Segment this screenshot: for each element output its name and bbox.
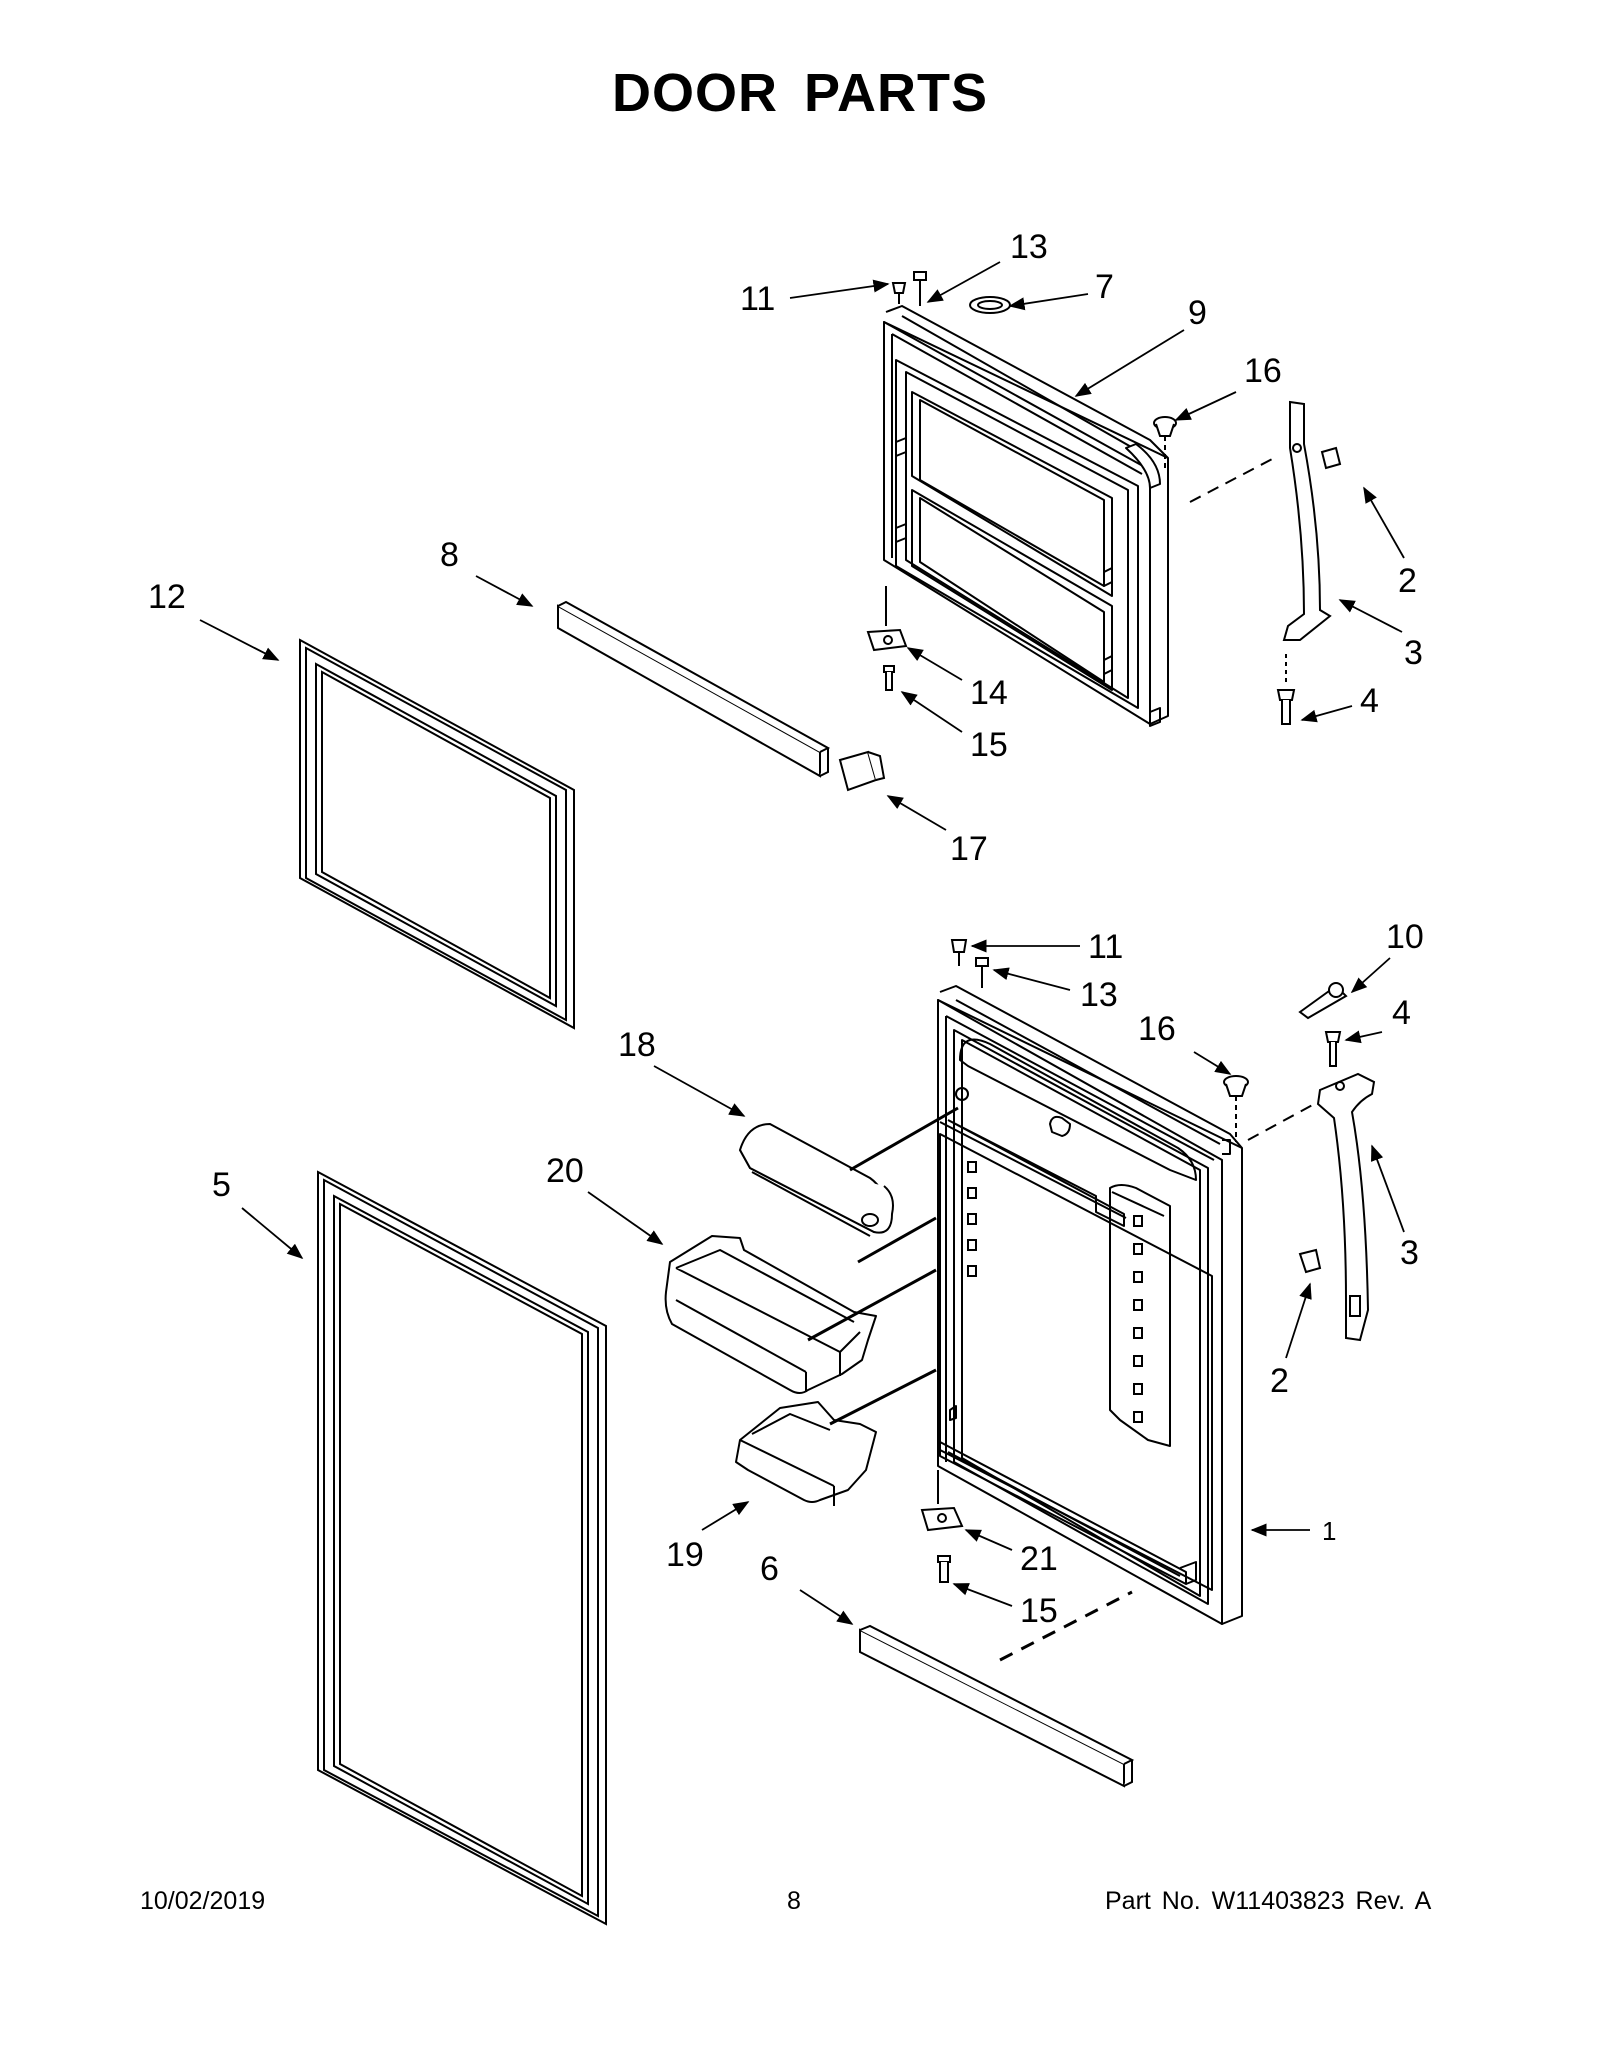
callout-4-lower: 4 [1392,994,1411,1032]
fresh-food-door [937,985,1243,1625]
dairy-door-cover [738,1122,894,1237]
callout-2-upper: 2 [1398,562,1417,600]
callout-13-lower: 13 [1080,976,1118,1014]
callout-15-lower: 15 [1020,1592,1058,1630]
footer-part-number: Part No. W11403823 Rev. A [1105,1887,1432,1915]
callout-20: 20 [546,1152,584,1190]
callout-1: 1 [1322,1516,1336,1546]
callout-13-upper: 13 [1010,228,1048,266]
freezer-trim-bar [557,600,831,778]
door-bin-large [664,1235,877,1394]
callout-2-lower: 2 [1270,1362,1289,1400]
freezer-gasket [299,638,575,1030]
callout-5: 5 [212,1166,231,1204]
callout-19: 19 [666,1536,704,1574]
callout-14: 14 [970,674,1008,712]
freezer-door [883,305,1169,727]
callout-6: 6 [760,1550,779,1588]
fresh-food-gasket [317,1170,607,1926]
callout-9: 9 [1188,294,1207,332]
assembly-lines [807,1106,1133,1662]
callout-8: 8 [440,536,459,574]
fresh-food-trim-bar [859,1624,1135,1788]
freezer-hardware [838,271,1342,792]
footer-date: 10/02/2019 [140,1887,266,1915]
fresh-food-hardware [920,939,1376,1583]
callout-numbers: 11 13 7 9 16 2 3 4 8 12 14 15 17 11 10 1… [148,228,1424,1630]
callout-21: 21 [1020,1540,1058,1578]
shelf-peg-holes [967,1161,1143,1423]
callout-3-upper: 3 [1404,634,1423,672]
callout-12: 12 [148,578,186,616]
footer-page-number: 8 [787,1887,801,1915]
door-bin-small [735,1401,877,1506]
callout-7: 7 [1095,268,1114,306]
callout-16-lower: 16 [1138,1010,1176,1048]
callout-17: 17 [950,830,988,868]
callout-11-lower: 11 [1088,928,1123,966]
callout-4-upper: 4 [1360,682,1379,720]
callout-18: 18 [618,1026,656,1064]
callout-10: 10 [1386,918,1424,956]
callout-15-upper: 15 [970,726,1008,764]
callout-16-upper: 16 [1244,352,1282,390]
callout-arrows [199,261,1405,1625]
callout-3-lower: 3 [1400,1234,1419,1272]
page-title: DOOR PARTS [611,63,988,123]
callout-11-upper: 11 [740,280,775,318]
